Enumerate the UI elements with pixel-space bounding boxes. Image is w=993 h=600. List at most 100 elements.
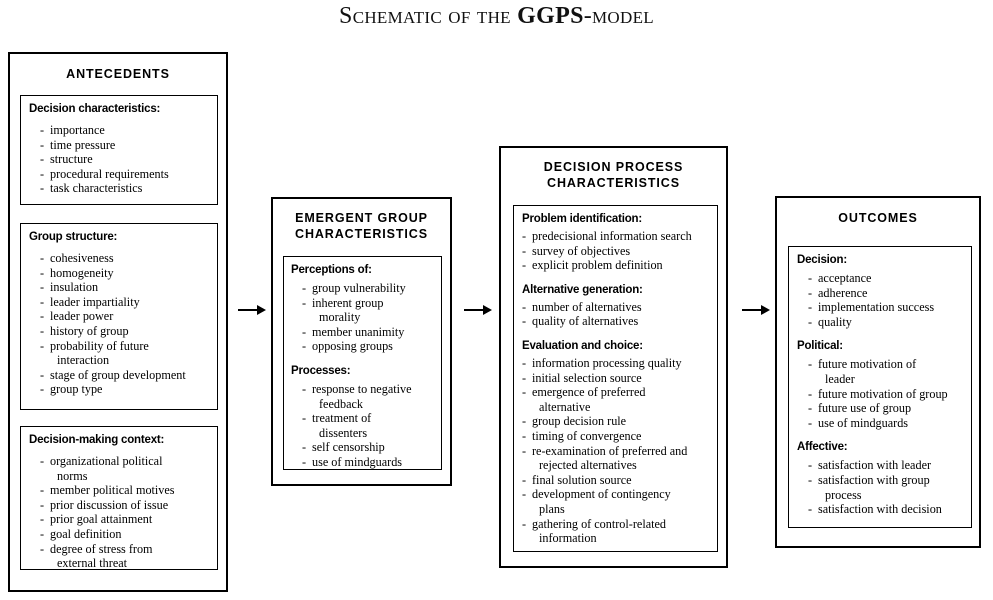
list-item: group vulnerability bbox=[302, 281, 436, 296]
list-item: leader impartiality bbox=[40, 295, 211, 310]
group-heading: Decision characteristics: bbox=[29, 103, 161, 115]
arrow-shaft bbox=[238, 309, 260, 311]
stage-title-line-2: CHARACTERISTICS bbox=[547, 176, 680, 190]
list-item-continuation: morality bbox=[319, 310, 361, 325]
group-heading: Decision: bbox=[797, 254, 847, 266]
list-item: re-examination of preferred andrejected … bbox=[522, 444, 713, 473]
group-heading: Problem identification: bbox=[522, 213, 642, 225]
list-item: future use of group bbox=[808, 401, 966, 416]
list-item: use of mindguards bbox=[302, 455, 436, 469]
page-title: Schematic of the GGPS-model bbox=[0, 3, 993, 30]
group-heading: Alternative generation: bbox=[522, 283, 643, 296]
list-item-continuation: alternative bbox=[539, 399, 591, 414]
group-items: predecisional information search survey … bbox=[522, 229, 713, 273]
group-processes: Processes: response to negativefeedback … bbox=[291, 364, 436, 469]
list-item: member political motives bbox=[40, 483, 211, 498]
list-item: stage of group development bbox=[40, 368, 211, 383]
list-item: time pressure bbox=[40, 138, 211, 153]
list-item-continuation: feedback bbox=[319, 396, 363, 411]
list-item: cohesiveness bbox=[40, 251, 211, 266]
list-item: survey of objectives bbox=[522, 244, 713, 259]
group-heading: Perceptions of: bbox=[291, 264, 372, 276]
list-item-continuation: plans bbox=[539, 501, 565, 516]
list-item-continuation: leader bbox=[825, 371, 855, 386]
title-prefix: Schematic of the bbox=[339, 3, 518, 29]
list-item: opposing groups bbox=[302, 339, 436, 354]
title-model-acronym: GGPS bbox=[517, 3, 584, 29]
group-items: information processing quality initial s… bbox=[522, 356, 713, 546]
group-affective: Affective: satisfaction with leader sati… bbox=[797, 440, 966, 516]
list-item: timing of convergence bbox=[522, 429, 713, 444]
arrow-shaft bbox=[742, 309, 764, 311]
arrow-head-icon bbox=[257, 304, 266, 315]
group-items: cohesiveness homogeneity insulation lead… bbox=[40, 251, 211, 397]
list-item: history of group bbox=[40, 324, 211, 339]
stage-box-antecedents: ANTECEDENTS Decision characteristics: im… bbox=[8, 52, 228, 592]
list-item: insulation bbox=[40, 280, 211, 295]
list-item: procedural requirements bbox=[40, 167, 211, 182]
stage-title-decision-process-characteristics: DECISION PROCESS CHARACTERISTICS bbox=[501, 159, 726, 191]
arrow-antecedents-to-emergent bbox=[238, 304, 266, 316]
list-item: prior goal attainment bbox=[40, 512, 211, 527]
list-item: importance bbox=[40, 123, 211, 138]
list-item: quality of alternatives bbox=[522, 314, 713, 329]
group-box-emergent-items: Perceptions of: group vulnerability inhe… bbox=[283, 256, 442, 470]
title-suffix: -model bbox=[583, 3, 654, 29]
group-evaluation-and-choice: Evaluation and choice: information proce… bbox=[522, 339, 713, 546]
list-item: group type bbox=[40, 382, 211, 397]
list-item: self censorship bbox=[302, 440, 436, 455]
stage-title-antecedents: ANTECEDENTS bbox=[66, 67, 170, 81]
list-item-continuation: dissenters bbox=[319, 425, 368, 440]
group-box-decision-characteristics: Decision characteristics: importance tim… bbox=[20, 95, 218, 205]
list-item: structure bbox=[40, 152, 211, 167]
list-item-continuation: rejected alternatives bbox=[539, 458, 637, 473]
group-heading: Affective: bbox=[797, 441, 848, 454]
list-item: prior discussion of issue bbox=[40, 498, 211, 513]
list-item: quality bbox=[808, 315, 966, 330]
list-item: adherence bbox=[808, 286, 966, 301]
stage-title-line-1: EMERGENT GROUP bbox=[295, 211, 428, 225]
list-item: leader power bbox=[40, 309, 211, 324]
list-item: initial selection source bbox=[522, 371, 713, 386]
list-item: task characteristics bbox=[40, 181, 211, 196]
group-items: acceptance adherence implementation succ… bbox=[808, 271, 966, 329]
arrow-emergent-to-process bbox=[464, 304, 492, 316]
stage-box-outcomes: OUTCOMES Decision: acceptance adherence … bbox=[775, 196, 981, 548]
group-heading: Group structure: bbox=[29, 231, 118, 243]
list-item: future motivation of group bbox=[808, 387, 966, 402]
stage-title-line-2: CHARACTERISTICS bbox=[295, 227, 428, 241]
list-item: final solution source bbox=[522, 473, 713, 488]
group-heading: Processes: bbox=[291, 364, 351, 377]
list-item: use of mindguards bbox=[808, 416, 966, 431]
stage-title-outcomes: OUTCOMES bbox=[838, 211, 918, 225]
stage-title-emergent-group-characteristics: EMERGENT GROUP CHARACTERISTICS bbox=[273, 210, 450, 242]
list-item: acceptance bbox=[808, 271, 966, 286]
stage-box-emergent-group-characteristics: EMERGENT GROUP CHARACTERISTICS Perceptio… bbox=[271, 197, 452, 486]
arrow-process-to-outcomes bbox=[742, 304, 770, 316]
group-heading: Decision-making context: bbox=[29, 434, 165, 446]
group-decision: Decision: acceptance adherence implement… bbox=[797, 253, 966, 329]
group-box-group-structure: Group structure: cohesiveness homogeneit… bbox=[20, 223, 218, 410]
list-item: predecisional information search bbox=[522, 229, 713, 244]
list-item-continuation: norms bbox=[57, 468, 88, 483]
list-item-continuation: interaction bbox=[57, 353, 110, 368]
group-box-decision-making-context: Decision-making context: organizational … bbox=[20, 426, 218, 570]
group-items: importance time pressure structure proce… bbox=[40, 123, 211, 196]
group-items: number of alternatives quality of altern… bbox=[522, 300, 713, 329]
group-heading: Political: bbox=[797, 340, 843, 353]
stage-title-line-1: DECISION PROCESS bbox=[543, 160, 684, 174]
group-box-process-items: Problem identification: predecisional in… bbox=[513, 205, 718, 552]
list-item: goal definition bbox=[40, 527, 211, 542]
stage-box-decision-process-characteristics: DECISION PROCESS CHARACTERISTICS Problem… bbox=[499, 146, 728, 568]
